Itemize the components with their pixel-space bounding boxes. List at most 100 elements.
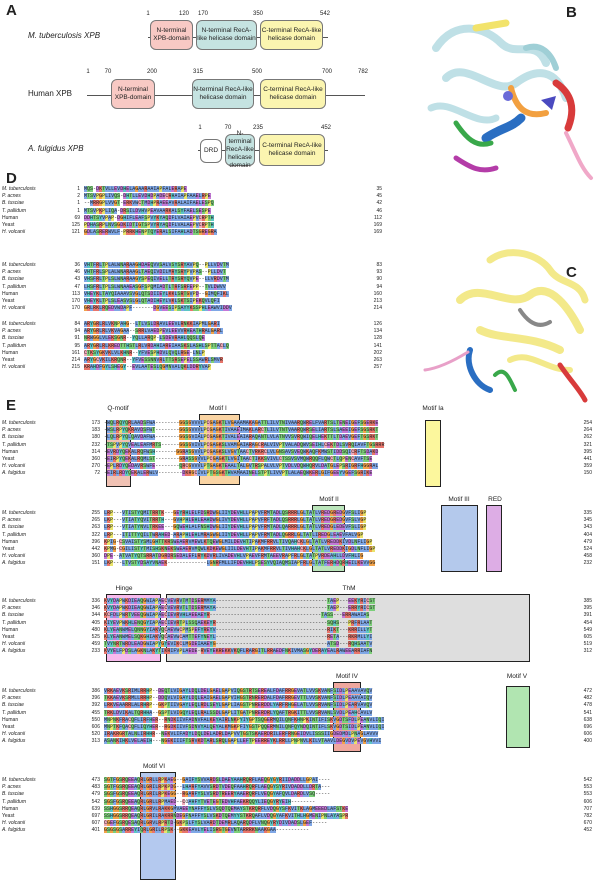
name-pacnes: P. acnes — [2, 605, 21, 612]
end: 524 — [583, 546, 592, 553]
mtb-recaC-domain: C-terminal RecA-like helicase domain — [260, 20, 323, 50]
start: 542 — [91, 798, 100, 805]
end: 262 — [583, 434, 592, 441]
name-human: Human — [2, 716, 19, 723]
name-human: Human — [2, 214, 19, 221]
end: 482 — [583, 695, 592, 702]
start: 344 — [91, 612, 100, 619]
name-tpallidum: T. pallidum — [2, 798, 26, 805]
name-mtb: M. tuberculosis — [2, 777, 36, 783]
end: 134 — [373, 328, 382, 335]
start: 47 — [74, 283, 80, 290]
sequence-row: VHEYKLTAYQIAAAVSVGLQTSDIIEYLKKLSRTGVPD--… — [84, 290, 229, 297]
human-label: Human XPB — [28, 89, 73, 98]
end: 606 — [583, 731, 592, 738]
start: 232 — [91, 441, 100, 448]
end: 479 — [583, 538, 592, 545]
end: 605 — [583, 634, 592, 641]
motif-1a-label: Motif Ia — [422, 405, 444, 412]
sequence-row: LHSFRLTPLSLWNAAEASGFSPQMIADTLTRFSRFEPP--… — [84, 283, 226, 290]
end: 478 — [583, 702, 592, 709]
end: 549 — [583, 626, 592, 633]
name-pacnes: P. acnes — [2, 427, 21, 434]
structure-b-image — [427, 19, 593, 180]
afu-label: A. fulgidus XPB — [28, 144, 84, 153]
name-afulgidus: A. fulgidus — [2, 560, 26, 567]
end: 404 — [583, 531, 592, 538]
sequence-row: --MRRGPLVVGT-ERKVWCTMDHPRAEEAVRALAIFAELE… — [84, 200, 214, 207]
name-hvolcanii: H. volcanii — [2, 229, 26, 236]
sequence-row: LRP---VTIATYNVLTRKEE---GQWEHLALFNSHDWGLI… — [104, 524, 367, 531]
sequence-row: VHEYKLTPLSLEASVSLGLQTADIHEYLVKLSKTSIPEKQ… — [84, 297, 220, 304]
end: 541 — [583, 709, 592, 716]
sequence-row: KPMG-CGILISTYTMISHSKNEKSWEAERVMQWLKDKEWG… — [104, 545, 376, 552]
start: 91 — [74, 335, 80, 342]
human-pos-1: 1 — [86, 69, 90, 75]
name-tpallidum: T. pallidum — [2, 709, 26, 716]
start: 94 — [74, 328, 80, 335]
start: 72 — [94, 470, 100, 477]
end: 94 — [376, 283, 382, 290]
name-mtb: M. tuberculosis — [2, 420, 36, 426]
end: 458 — [583, 553, 592, 560]
end: 606 — [583, 798, 592, 805]
name-tpallidum: T. pallidum — [2, 283, 26, 290]
start: 1 — [77, 200, 80, 207]
start: 386 — [91, 688, 100, 694]
sequence-row: LRP---VTISTYQMITRRTK---GEYRHLELFDSRDWGLI… — [104, 510, 367, 516]
start: 170 — [71, 298, 80, 305]
motif-2-label: Motif II — [319, 496, 339, 503]
human-pos-500: 500 — [251, 69, 263, 75]
start: 233 — [91, 648, 100, 655]
start: 1 — [77, 207, 80, 214]
name-btusciae: B. tusciae — [2, 276, 24, 283]
end: 441 — [583, 456, 592, 463]
name-pacnes: P. acnes — [2, 193, 21, 200]
human-pos-315: 315 — [192, 69, 204, 75]
sequence-row: -WSLRPYQKRAVDSFWT--------GGSGVVVLPCGAGKT… — [104, 427, 379, 434]
start: 606 — [91, 724, 100, 731]
panel-d-names-1: M. tuberculosis P. acnes B. tusciae T. p… — [2, 186, 62, 236]
mtb-pos-1: 1 — [146, 11, 150, 17]
start: 322 — [91, 531, 100, 538]
start: 520 — [91, 731, 100, 738]
sequence-row: GSGSGSARREYIQRLGRILRPSK--GKKEAVLYELISRGT… — [104, 827, 310, 834]
name-btusciae: B. tusciae — [2, 524, 24, 531]
afu-recaC-domain: C-terminal RecA-like helicase domain — [259, 134, 325, 166]
end: 335 — [583, 510, 592, 516]
sequence-row: CTKSYGKVKLVLKHNR--YFVESPHDVLQVQLRGE-LNLP — [84, 349, 205, 356]
end: 46 — [376, 207, 382, 214]
name-pacnes: P. acnes — [2, 784, 21, 791]
sequence-row: NRWGGLVLEKSGNR--YQLLARQP-LSDEVRAHLQQSLQE — [84, 335, 205, 342]
panel-c-label: C — [566, 264, 577, 281]
start: 313 — [91, 738, 100, 745]
start: 607 — [91, 820, 100, 827]
sequence-row: MTSVPKPLIQA-DRSILDVHVPEAVAARKALSYFAELSES… — [84, 207, 211, 214]
end: 141 — [373, 342, 382, 349]
start: 161 — [71, 349, 80, 356]
name-human: Human — [2, 290, 19, 297]
human-recaN-domain: N-terminal RecA-like helicase domain — [192, 79, 254, 109]
start: 314 — [91, 448, 100, 455]
sequence-row: TRKLDVIKALTQRHHA--GSPTLVIGQYLEQLRALSSDLG… — [104, 709, 373, 716]
start: 180 — [91, 434, 100, 441]
motif-3-box — [441, 505, 478, 572]
name-tpallidum: T. pallidum — [2, 441, 26, 448]
sequence-row: GRLRKLRQEDVWDAPF-------DGVEESIPSAYYKSSPH… — [84, 305, 232, 312]
sequence-row: VHTFRLTPLALWNARAAGHDAEQVVSALVSYSRYAVPQ--… — [84, 262, 229, 268]
name-hvolcanii: H. volcanii — [2, 731, 26, 738]
start: 479 — [91, 791, 100, 798]
sequence-row: -EIRPYQEKALRQMLST--------GRASSGVVLPCGAGK… — [104, 455, 373, 462]
end: 263 — [373, 357, 382, 364]
name-btusciae: B. tusciae — [2, 335, 24, 342]
motif-5-label: Motif V — [506, 673, 528, 680]
start: 480 — [91, 626, 100, 633]
end: 345 — [583, 517, 592, 524]
